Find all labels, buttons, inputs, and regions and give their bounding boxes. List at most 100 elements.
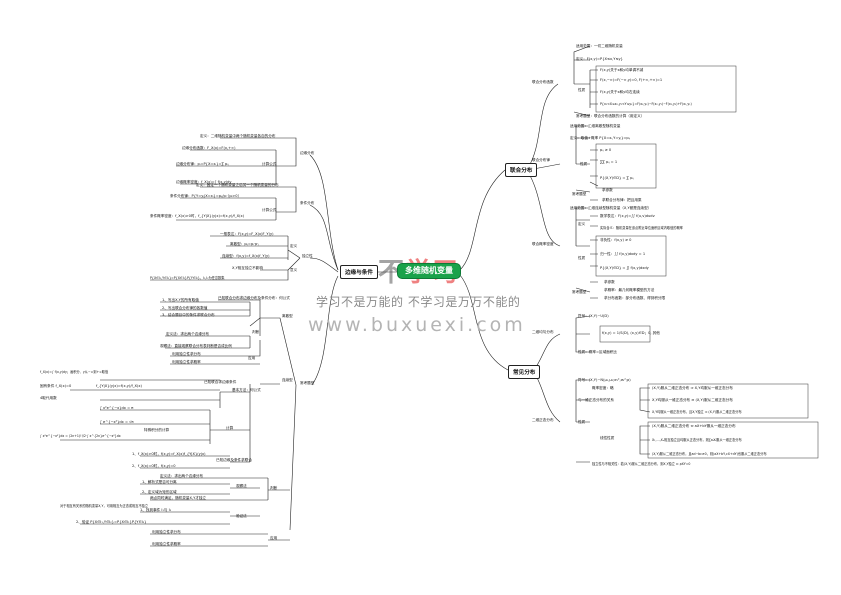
node-dist-fn[interactable]: 联合分布函数 bbox=[532, 80, 554, 84]
leaf: 基本方法：何公式 bbox=[232, 388, 261, 392]
leaf: 对于相互有关系的随机变量X,Y，可用相互为正态或相互不独立 bbox=[60, 504, 149, 508]
leaf: 求联合分布律：把且用乘 bbox=[602, 198, 642, 202]
leaf: 符号：(X,Y)~N(μ₁,μ₂;σ₁²,σ₂²;ρ) bbox=[578, 378, 631, 382]
bracket-normal bbox=[575, 379, 651, 463]
link-joint-distfn bbox=[527, 83, 559, 169]
label-apply: 应用 bbox=[248, 356, 256, 360]
box-normal-rel bbox=[647, 383, 809, 419]
leaf: ∫ x²e^{−x}dx = π bbox=[100, 406, 134, 410]
leaf: 定义法：求出两个边缘分布 bbox=[160, 474, 204, 478]
leaf: 2、验证 P{X∈I₁,Y∈I₂}=P{X∈I₁}P{Y∈I₂} bbox=[76, 520, 147, 524]
leaf: 符号：(X,Y)~U(D) bbox=[578, 314, 609, 318]
leaf: 3、结合题目中的条件求联合分布 bbox=[162, 313, 215, 317]
hub-joint[interactable]: 联合分布 bbox=[505, 163, 538, 177]
leaf: 一般表达：F(x,y)=F_X(x)F_Y(y) bbox=[220, 232, 274, 236]
bracket-pmf bbox=[575, 125, 599, 201]
leaf: ∫ x²e^{−x²}dx = (2n+1)!!/2·∫ x^{2n}e^{−x… bbox=[40, 434, 121, 438]
label-discrete: 离散型 bbox=[282, 314, 293, 318]
leaf: 非负性：f(x,y) ≥ 0 bbox=[600, 238, 632, 242]
node-problem-types[interactable]: 常考题型 bbox=[300, 381, 315, 385]
leaf: f(x,y) = 1/S(D), (x,y)∈D；0, 其他 bbox=[602, 331, 660, 335]
node-normal[interactable]: 二维正态分布 bbox=[532, 418, 554, 422]
leaf: F(x,−∞)=F(−∞,y)=0, F(+∞,+∞)=1 bbox=[600, 78, 663, 82]
box-uniform-pdf bbox=[599, 325, 651, 343]
leaf: 1、找到事件 I₁与 I₂ bbox=[140, 508, 172, 512]
leaf: 连续型：f(x,y)=f_X(x)f_Y(y) bbox=[222, 254, 270, 258]
leaf: 求参数 bbox=[602, 188, 613, 192]
label-judge-2: 判断 bbox=[270, 486, 278, 490]
branch-lines bbox=[60, 45, 651, 547]
link-marg-marg bbox=[309, 154, 339, 271]
node-uniform[interactable]: 二维均匀分布 bbox=[532, 330, 554, 334]
leaf: 2、写出联合分布律的各数值 bbox=[162, 306, 208, 310]
label-lin: 线性性质 bbox=[600, 436, 615, 440]
leaf: 条件分布律：P{Y=yⱼ|X=xᵢ}=pᵢⱼ/pᵢ·（pᵢ>0） bbox=[170, 194, 242, 198]
leaf: 2、定义域为矩形区域 bbox=[142, 490, 177, 494]
bracket-uniform bbox=[575, 315, 591, 353]
label-calc: 计算 bbox=[226, 426, 234, 430]
leaf: 求分布函数：部分布函数、得到积分限 bbox=[604, 296, 666, 300]
node-pdf[interactable]: 联合概率密度 bbox=[532, 242, 554, 246]
label-prop: 性质 bbox=[578, 256, 586, 260]
label-cont: 连续型 bbox=[282, 378, 293, 382]
label-prop: 性质 bbox=[580, 162, 588, 166]
leaf: F(x,y)关于x和y均单调不减 bbox=[600, 68, 644, 72]
node-independence[interactable]: 独立性 bbox=[302, 254, 313, 258]
leaf: P{X∈I₁,Y∈I₂}=P{X∈I₁}P{Y∈I₂}，I₁,I₂为任意数集 bbox=[150, 276, 225, 280]
link-marg-indep bbox=[309, 257, 339, 273]
bracket-marg bbox=[176, 137, 297, 185]
leaf: f_X(x)=∫ f(x,y)dy；画积分、y从−∞到+∞取值 bbox=[40, 370, 109, 374]
leaf: 边缘分布律：pᵢ=P{X=xᵢ}=∑ pᵢⱼ bbox=[176, 162, 229, 166]
box-distfn-props bbox=[595, 65, 737, 113]
leaf: 2、f_X(x)=0时，f(x,y)=0 bbox=[132, 464, 176, 468]
leaf: 定义：二维随机变量中两个随机变量各自的分布 bbox=[200, 134, 276, 138]
bracket-pdf bbox=[575, 207, 598, 299]
leaf: 利用独立性求分布 bbox=[172, 352, 201, 356]
bracket-types bbox=[60, 299, 297, 547]
leaf: P{(X,Y)∈D} = ∬ f(x,y)dxdy bbox=[600, 266, 649, 270]
bracket-indep bbox=[150, 235, 301, 281]
leaf: X₁,…,Xₙ相互独立且均服从正态分布，则∑aᵢXᵢ服从一维正态分布 bbox=[652, 438, 742, 442]
leaf: 特殊积分的计算 bbox=[144, 428, 170, 432]
leaf: 数学表达：F(x,y)=∫∫ f(u,v)dudv bbox=[600, 214, 655, 218]
hub-marginal[interactable]: 边缘与条件 bbox=[340, 265, 378, 279]
leaf: 求参数 bbox=[604, 280, 615, 284]
label-def: 定义 bbox=[290, 244, 298, 248]
link-center-common bbox=[459, 274, 509, 371]
leaf: 两点同时满足，随机变量X,Y才独立 bbox=[150, 496, 207, 500]
leaf: 定义：F(x,y)=P{X≤x,Y≤y} bbox=[576, 57, 623, 61]
leaf: F(x,y)关于x和y均右连续 bbox=[600, 90, 640, 94]
leaf: 常考题型：联合分布函数的计算（用定义） bbox=[576, 114, 645, 118]
label-prop: 性质 bbox=[578, 420, 586, 424]
center-node[interactable]: 多维随机变量 bbox=[398, 264, 460, 278]
label-type: 常考题型 bbox=[572, 290, 587, 294]
label-rel: 与一维正态分布的关系 bbox=[578, 398, 614, 402]
leaf: 已知联合求边缘条件 bbox=[204, 380, 237, 384]
leaf: ∫ e^{−x²}dx = √π bbox=[100, 420, 134, 424]
leaf: 离散型：pᵢⱼ=pᵢ·p·ⱼ bbox=[230, 242, 260, 246]
leaf: (X,Y)服从二维正态分布 ⇔ aX+bY服从一维正态分布 bbox=[652, 424, 736, 428]
node-marginal-dist[interactable]: 边缘分布 bbox=[300, 151, 315, 155]
leaf: X,Y均服从一维正态分布，且X,Y独立 ⇒ (X,Y)服从二维正态分布 bbox=[652, 410, 742, 414]
node-pmf[interactable]: 联合分布律 bbox=[532, 158, 550, 162]
leaf: 利用独立性求分布 bbox=[152, 530, 181, 534]
label-margcond: 已知边缘及条件求联合 bbox=[216, 458, 252, 462]
watermark-slogan: 学习不是万能的 不学习是万万不能的 bbox=[316, 295, 521, 309]
node-cond-dist[interactable]: 条件分布 bbox=[300, 201, 315, 205]
leaf: f_{Y|X}(y|x)=f(x,y)/f_X(x) bbox=[96, 384, 142, 388]
link-common-normal bbox=[533, 371, 561, 423]
label-calc: 计算公式 bbox=[262, 162, 277, 166]
leaf: 定义：固定一个随机变量之后另一个随机变量的分布 bbox=[196, 183, 279, 187]
leaf: 固有条件 f_X(x)=0 bbox=[40, 384, 72, 388]
label-def: 定义 bbox=[578, 222, 586, 226]
leaf: 独立性与不相关性：若(X,Y)服从二维正态分布，则X,Y独立 ⇔ ρXY=0 bbox=[592, 462, 691, 466]
leaf: 1、解析式是否可分离 bbox=[142, 480, 177, 484]
box-pmf-props bbox=[595, 143, 657, 189]
leaf: 已知联合分布求边缘分布及条件分布：何公式 bbox=[218, 296, 290, 300]
hub-common[interactable]: 常见分布 bbox=[508, 365, 541, 379]
leaf: (X,Y)服从二维正态分布，且ad−bc≠0，则(aX+bY,cX+dY)也服从… bbox=[652, 452, 767, 456]
bracket-cond bbox=[176, 186, 297, 221]
leaf: 定义法：求出两个边缘分布 bbox=[166, 332, 210, 336]
box-normal-lin bbox=[647, 421, 819, 459]
